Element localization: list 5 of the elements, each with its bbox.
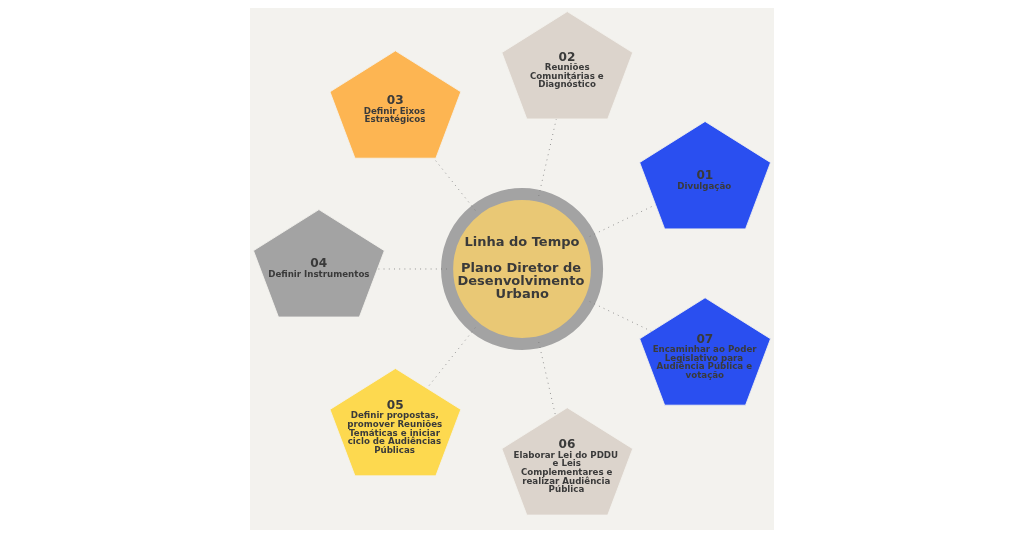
connector [538,118,557,197]
connector [589,301,652,332]
node-circle: Linha do Tempo Plano Diretor de Desenvolvimento Urbano [441,187,604,351]
connector [589,204,656,237]
connector [538,341,556,416]
